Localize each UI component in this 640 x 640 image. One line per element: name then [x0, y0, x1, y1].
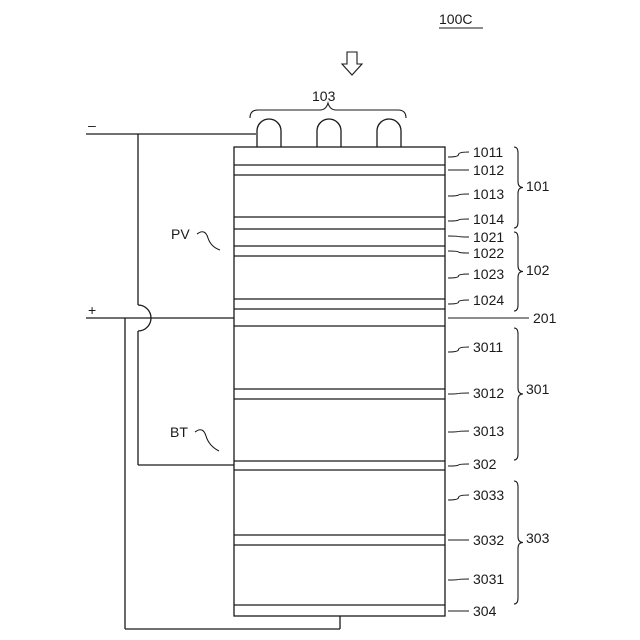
- layer-label: 3032: [473, 532, 504, 548]
- electrode-group-brace: [250, 103, 406, 118]
- group-label: 303: [526, 530, 550, 546]
- electrode-finger: [377, 119, 401, 147]
- layer-label: 3013: [473, 423, 504, 439]
- leader-line: [448, 464, 469, 466]
- layer-label: 3011: [473, 339, 503, 355]
- layer-label: 1023: [473, 266, 504, 282]
- electrode-finger: [317, 119, 341, 147]
- pv-label: PV: [171, 226, 190, 242]
- pv-leader: [197, 232, 220, 250]
- negative-terminal: –: [88, 117, 96, 133]
- leader-line: [448, 495, 469, 500]
- circuit-wiring: [86, 134, 340, 629]
- layer-label: 1012: [473, 162, 504, 178]
- layer-label: 1024: [473, 292, 504, 308]
- layer-label: 1021: [473, 229, 504, 245]
- leader-line: [448, 236, 469, 237]
- group-brace: [514, 147, 523, 228]
- electrode-group-label: 103: [312, 88, 336, 104]
- leader-line: [448, 431, 469, 432]
- group-label: 101: [526, 178, 550, 194]
- leader-line: [448, 251, 469, 253]
- leader-line: [448, 300, 469, 304]
- group-brace: [514, 232, 523, 311]
- leader-line: [448, 274, 469, 278]
- group-braces: [514, 147, 523, 604]
- layer-label: 201: [533, 310, 557, 326]
- electrode-finger: [257, 119, 281, 147]
- leader-line: [448, 219, 469, 221]
- leader-line: [448, 579, 469, 580]
- layer-label: 3012: [473, 385, 504, 401]
- bt-leader: [195, 430, 219, 451]
- figure-id: 100C: [439, 11, 472, 27]
- leader-line: [448, 194, 469, 196]
- group-brace: [514, 328, 523, 460]
- group-label: 102: [526, 262, 550, 278]
- layer-label: 1011: [473, 144, 503, 160]
- light-arrow-icon: [342, 52, 362, 75]
- layer-lines: [234, 165, 445, 605]
- group-brace: [514, 481, 523, 604]
- bt-label: BT: [170, 424, 188, 440]
- layer-label: 1022: [473, 245, 504, 261]
- layer-label: 302: [473, 456, 497, 472]
- leader-line: [448, 393, 469, 394]
- layer-label: 1013: [473, 186, 504, 202]
- layer-label: 3031: [473, 571, 504, 587]
- layer-label: 304: [473, 603, 497, 619]
- layer-label: 1014: [473, 211, 504, 227]
- leader-line: [448, 347, 469, 352]
- leader-line: [448, 152, 469, 157]
- group-label: 301: [526, 381, 550, 397]
- positive-terminal: +: [88, 302, 96, 318]
- layer-label: 3033: [473, 487, 504, 503]
